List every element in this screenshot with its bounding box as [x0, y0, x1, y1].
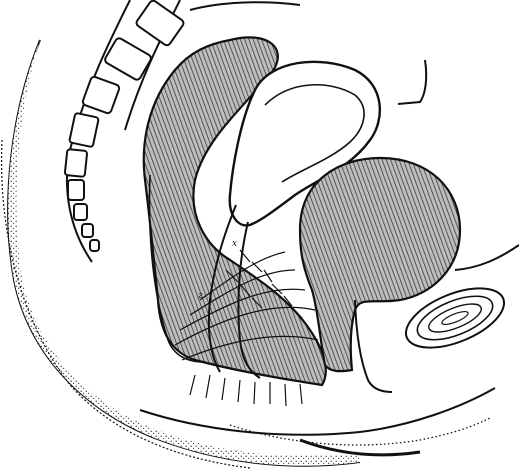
vertebra-7 [74, 204, 87, 220]
vertebra-8 [82, 224, 93, 237]
vertebra-5 [65, 149, 88, 177]
vertebra-3 [82, 76, 120, 114]
anterior-hatched-organ [300, 158, 460, 392]
vertebra-9 [90, 240, 99, 251]
vertebra-6 [68, 180, 84, 200]
vertebra-4 [69, 113, 99, 147]
label-lower: z [197, 291, 203, 301]
label-upper: x [232, 239, 237, 249]
